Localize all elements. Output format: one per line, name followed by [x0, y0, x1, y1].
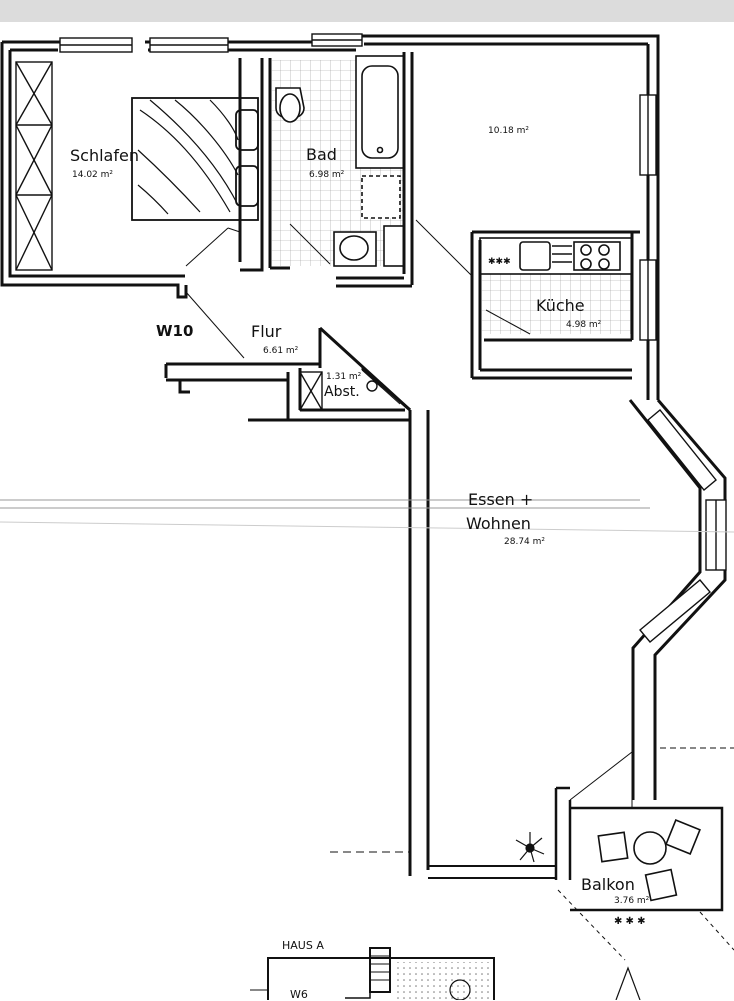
room-area-kueche: 4.98 m² [566, 320, 602, 330]
room-area-flur: 6.61 m² [263, 346, 299, 356]
room-area-abst: 1.31 m² [326, 372, 362, 382]
flower-marks: ✱ ✱ ✱ [614, 916, 646, 927]
kueche-walls [470, 230, 640, 380]
room-area-bad: 6.98 m² [309, 170, 345, 180]
kueche-door-swing [415, 219, 473, 277]
paper-edge [0, 0, 734, 22]
room-area-balkon: 3.76 m² [614, 896, 650, 906]
room-label-kueche: Küche [536, 296, 585, 315]
bad-walls [336, 52, 414, 288]
balkon-furniture [597, 819, 701, 902]
plant-icon [515, 832, 545, 863]
top-windows [59, 33, 363, 53]
bad-fixtures [275, 55, 405, 267]
flur-walls [164, 326, 430, 876]
right-windows [639, 94, 727, 643]
room-label-flur: Flur [251, 322, 282, 341]
unit-id: W10 [156, 322, 194, 340]
svg-text:✱✱✱: ✱✱✱ [488, 257, 511, 267]
kitchen-counter [479, 237, 633, 275]
kitchen-marks: ✱✱✱ [488, 257, 511, 267]
room-area-schlafen: 14.02 m² [72, 170, 114, 180]
room-label-bad: Bad [306, 145, 337, 164]
svg-text:✱ ✱ ✱: ✱ ✱ ✱ [614, 916, 646, 927]
room-label-schlafen: Schlafen [70, 146, 139, 165]
flur-door-swing [185, 291, 245, 359]
wardrobe [15, 61, 53, 271]
bed [131, 97, 259, 221]
balkon [554, 747, 734, 961]
schlafen-door-swing [185, 227, 241, 267]
room-label-balkon: Balkon [581, 875, 635, 894]
site-unit-label: W6 [290, 988, 308, 1001]
room-label-wohnen: Wohnen [466, 514, 531, 533]
bad-door-swing [289, 223, 331, 265]
schlafen-walls [238, 58, 290, 272]
paper-fold [0, 499, 734, 533]
room-area-essen-wohnen: 28.74 m² [504, 537, 546, 547]
kueche-tiles [482, 272, 632, 334]
room-label-abst: Abst. [324, 384, 360, 400]
terrace-edge [330, 851, 556, 879]
room-area-unlabeled: 10.18 m² [488, 126, 530, 136]
abst-storage [299, 369, 401, 411]
site-building-label: HAUS A [282, 939, 324, 952]
site-plan-inset [250, 947, 641, 1000]
room-label-essen: Essen + [468, 490, 534, 509]
